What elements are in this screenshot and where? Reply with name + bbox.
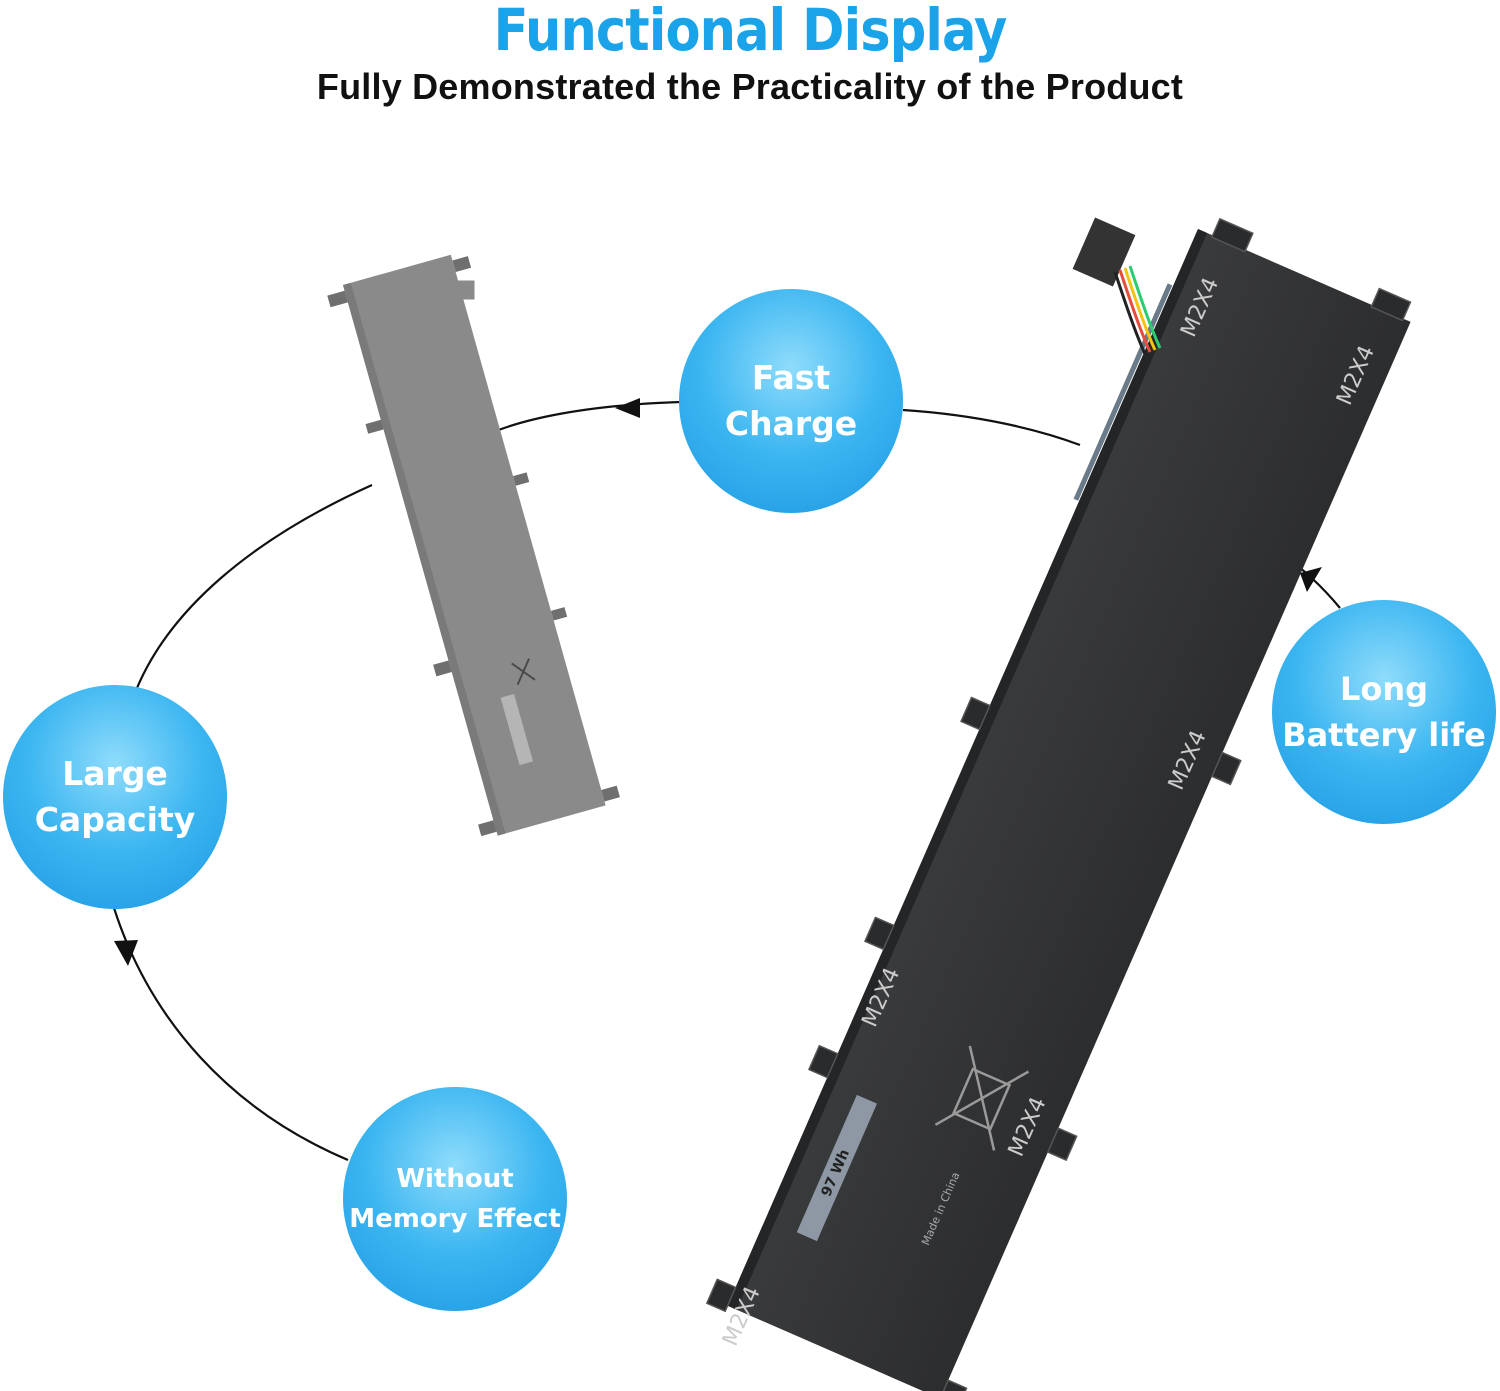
feature-long-battery-line2: Battery life [1282,716,1486,754]
feature-long-battery-line1: Long [1339,670,1429,708]
arrow-down-icon [114,940,138,966]
feature-memory-line2: Memory Effect [349,1204,561,1234]
feature-without-memory-effect: Without Memory Effect [343,1087,567,1311]
feature-fast-charge-line1: Fast [751,358,831,397]
feature-large-capacity: Large Capacity [3,685,227,909]
feature-fast-charge-line2: Charge [724,404,858,443]
cycle-arrows [114,398,1322,966]
battery-faded-cable [428,280,475,321]
feature-memory-line1: Without [396,1164,514,1194]
recycle-bin-icon [934,1045,1030,1151]
arrow-left-icon [615,398,640,418]
feature-large-capacity-line1: Large [62,754,168,793]
page-title: Functional Display [493,0,1008,64]
feature-long-battery-life: Long Battery life [1272,600,1496,824]
battery-dark: M2X4 M2X4 M2X4 M2X4 M2X4 M2X4 97 Wh Made… [705,217,1412,1391]
page-subtitle: Fully Demonstrated the Practicality of t… [316,66,1184,107]
battery-dark-cable [1072,217,1162,355]
arrow-up-left-icon [1300,567,1322,592]
spec-label-strip [796,1094,877,1242]
feature-fast-charge: Fast Charge [679,289,903,513]
battery-faded [327,254,620,837]
feature-large-capacity-line2: Capacity [34,800,196,839]
